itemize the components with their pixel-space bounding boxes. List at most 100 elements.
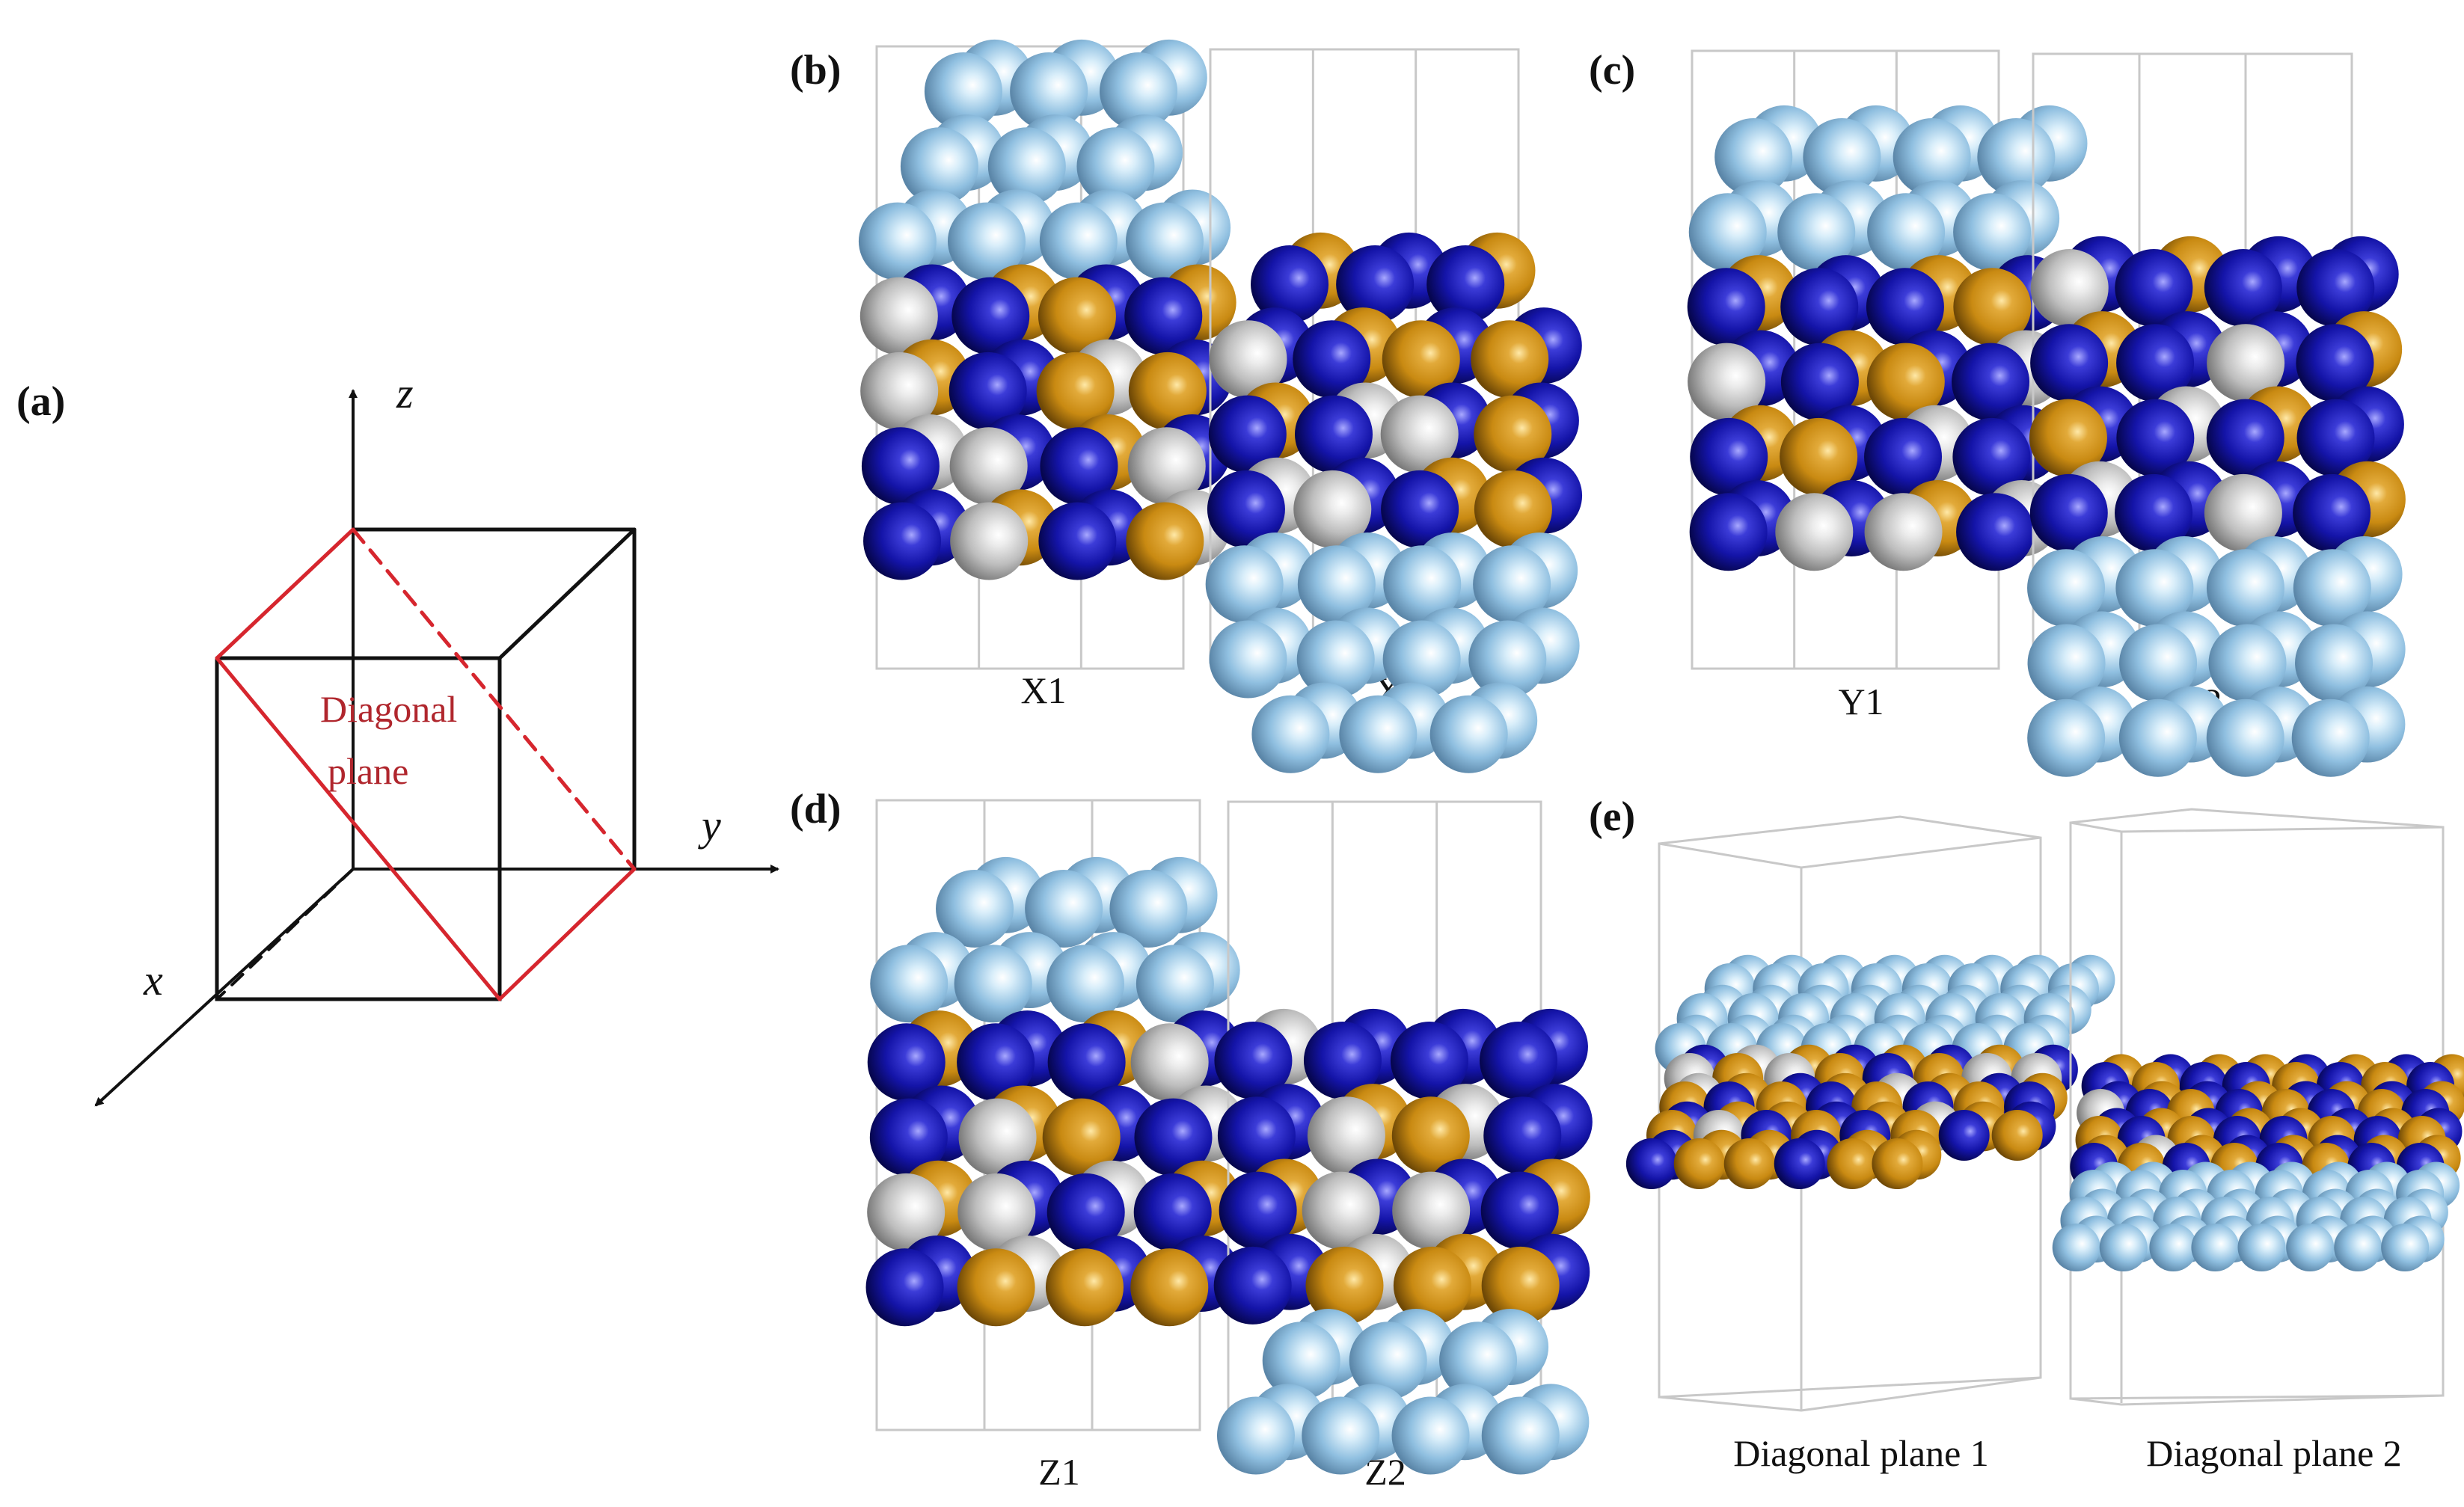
light-blue-atom (924, 52, 1002, 130)
dark-blue-atom (2296, 399, 2375, 477)
dark-blue-atom (1046, 1173, 1125, 1251)
model-z1 (865, 799, 1245, 1431)
silver-atom (1307, 1096, 1385, 1175)
light-blue-atom (1714, 118, 1793, 196)
light-blue-atom (1777, 193, 1856, 271)
gold-atom (1953, 268, 2032, 346)
silver-atom (950, 502, 1029, 580)
silver-atom (957, 1173, 1036, 1251)
dark-blue-atom (2115, 249, 2193, 327)
light-blue-atom (1209, 620, 1287, 699)
gold-atom (1827, 1138, 1878, 1189)
light-blue-atom (1297, 545, 1376, 624)
light-blue-atom (1216, 1396, 1295, 1475)
silver-atom (1688, 343, 1766, 421)
dark-blue-atom (1133, 1173, 1212, 1251)
light-blue-atom (1977, 118, 2056, 196)
gold-atom (1391, 1096, 1470, 1175)
model-diagonal-plane-2 (2052, 808, 2464, 1406)
dark-blue-atom (1864, 417, 1943, 496)
dark-blue-atom (1134, 1098, 1213, 1176)
light-blue-atom (2206, 699, 2284, 777)
light-blue-atom (2381, 1224, 2430, 1271)
dark-blue-atom (2116, 399, 2195, 477)
dark-blue-atom (948, 352, 1027, 430)
panel-label-e: (e) (1589, 794, 1635, 840)
light-blue-atom (1349, 1322, 1427, 1400)
silver-atom (949, 427, 1028, 506)
gold-atom (1128, 352, 1207, 430)
dark-blue-atom (865, 1248, 944, 1327)
light-blue-atom (1125, 202, 1204, 280)
panel-label-c: (c) (1589, 47, 1635, 93)
dark-blue-atom (861, 427, 940, 506)
silver-atom (1127, 427, 1206, 506)
light-blue-atom (1391, 1396, 1470, 1475)
dark-blue-atom (1381, 470, 1459, 548)
dark-blue-atom (2296, 249, 2375, 327)
dark-blue-atom (1952, 417, 2031, 496)
light-blue-atom (1803, 118, 1881, 196)
model-y1 (1687, 49, 2088, 670)
light-blue-atom (1481, 1396, 1560, 1475)
silver-atom (1130, 1023, 1209, 1102)
light-blue-atom (1025, 870, 1103, 948)
gold-atom (1042, 1098, 1121, 1176)
coordinate-axes: z y x (94, 369, 779, 1107)
panel-label-d: (d) (790, 786, 841, 832)
dark-blue-atom (1625, 1138, 1677, 1189)
dark-blue-atom (1214, 1022, 1293, 1099)
dark-blue-atom (1690, 417, 1768, 496)
silver-atom (859, 277, 938, 355)
light-blue-atom (1109, 870, 1188, 948)
diagonal-plane-edge (497, 867, 637, 1001)
light-blue-atom (1262, 1322, 1340, 1400)
silver-atom (1302, 1171, 1380, 1250)
light-blue-atom (2118, 699, 2197, 777)
dark-blue-atom (1774, 1138, 1825, 1189)
dark-blue-atom (1219, 1171, 1297, 1250)
panel-a: (a) z y x Diagonal plan (16, 369, 779, 1107)
gold-atom (1474, 395, 1552, 473)
dark-blue-atom (1780, 343, 1859, 421)
light-blue-atom (1100, 52, 1178, 130)
gold-atom (1474, 470, 1552, 548)
light-blue-atom (1867, 193, 1946, 271)
cube-top-edge (497, 527, 637, 660)
dark-blue-atom (867, 1023, 946, 1102)
gold-atom (1305, 1246, 1384, 1325)
light-blue-atom (1473, 545, 1551, 624)
dark-blue-atom (951, 277, 1030, 355)
dark-blue-atom (2116, 324, 2195, 402)
light-blue-atom (1439, 1322, 1518, 1400)
gold-atom (957, 1248, 1035, 1327)
light-blue-atom (954, 945, 1032, 1023)
light-blue-atom (2295, 624, 2373, 702)
gold-atom (1036, 352, 1115, 430)
light-blue-atom (1039, 202, 1118, 280)
axis-label-x: x (143, 956, 163, 1004)
dark-blue-atom (1251, 245, 1329, 323)
light-blue-atom (1205, 545, 1284, 624)
light-blue-atom (900, 127, 978, 206)
light-blue-atom (870, 945, 948, 1023)
dark-blue-atom (2206, 399, 2284, 477)
dark-blue-atom (1293, 320, 1371, 399)
silver-atom (1864, 493, 1943, 571)
dark-blue-atom (1689, 493, 1768, 571)
dark-blue-atom (957, 1023, 1035, 1102)
silver-atom (1209, 320, 1287, 399)
gold-atom (1382, 320, 1460, 399)
axis-label-z: z (396, 369, 414, 417)
dark-blue-atom (2204, 249, 2282, 327)
dark-blue-atom (1390, 1022, 1468, 1099)
dark-blue-atom (1483, 1096, 1562, 1175)
model-x1 (858, 39, 1236, 670)
caption-x1: X1 (1020, 669, 1066, 711)
light-blue-atom (1953, 193, 2032, 271)
light-blue-atom (2149, 1224, 2198, 1271)
light-blue-atom (2099, 1224, 2148, 1271)
dark-blue-atom (1207, 470, 1285, 548)
light-blue-atom (2293, 549, 2371, 627)
light-blue-atom (2291, 699, 2370, 777)
